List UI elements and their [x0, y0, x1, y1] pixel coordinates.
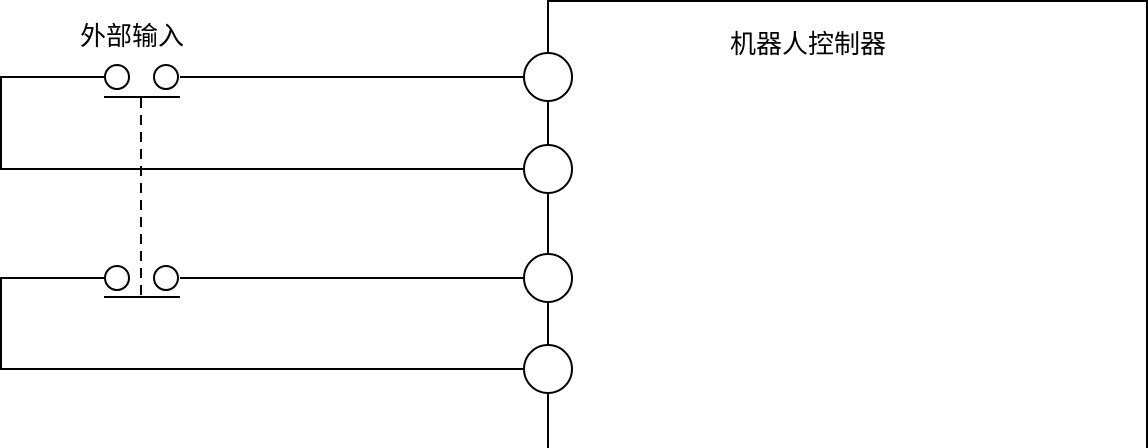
wire-loop1-return [0, 76, 524, 170]
external-input-label: 外部输入 [80, 22, 184, 52]
controller-label: 机器人控制器 [730, 30, 886, 60]
controller-box [547, 0, 1148, 448]
switch-2 [104, 265, 180, 298]
switch-1-contact-left [104, 64, 130, 90]
switch-1-contact-right [153, 64, 179, 90]
terminal-3 [523, 253, 573, 303]
terminal-2 [523, 144, 573, 194]
terminal-4 [523, 344, 573, 394]
switch-1 [104, 64, 180, 98]
switch-2-contact-right [153, 265, 179, 291]
terminal-1 [523, 52, 573, 102]
switch-2-contact-left [104, 265, 130, 291]
wire-loop2-return [0, 277, 524, 370]
